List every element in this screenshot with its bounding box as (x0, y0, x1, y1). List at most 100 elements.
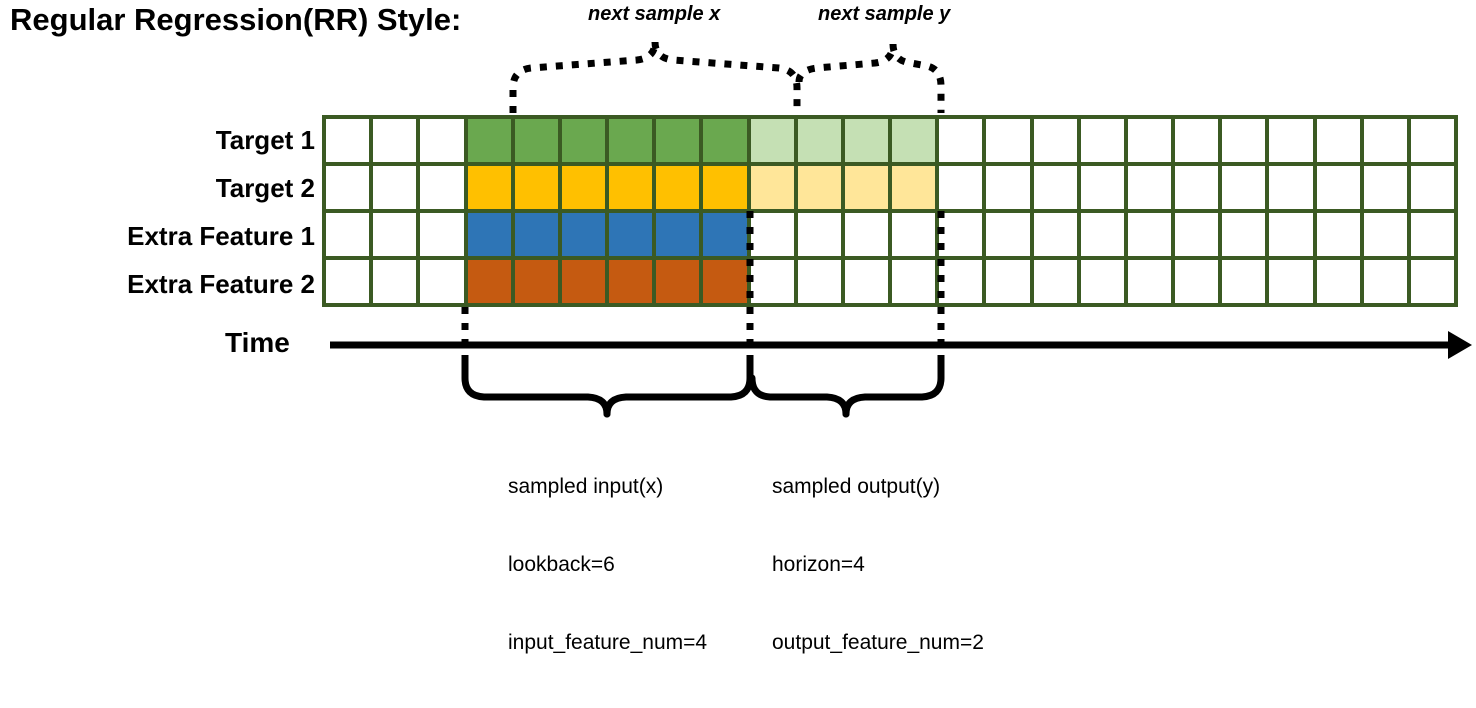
timeline-grid (322, 115, 1458, 307)
grid-cell-empty-r0-c16 (1080, 119, 1124, 162)
annotation-next-sample-y: next sample y (818, 3, 951, 25)
grid-cell-input-r2-c5 (561, 213, 605, 256)
grid-cell-empty-r2-c11 (844, 213, 888, 256)
grid-cell-empty-r3-c2 (420, 260, 464, 303)
grid-cell-output-r1-c11 (844, 166, 888, 209)
grid-cell-empty-r0-c20 (1269, 119, 1313, 162)
grid-cell-empty-r3-c23 (1410, 260, 1454, 303)
grid-cell-empty-r3-c10 (797, 260, 841, 303)
grid-cell-input-r2-c6 (609, 213, 653, 256)
grid-cell-empty-r2-c21 (1316, 213, 1360, 256)
grid-cell-empty-r2-c16 (1080, 213, 1124, 256)
grid-cell-empty-r2-c18 (1175, 213, 1219, 256)
grid-cell-input-r1-c5 (561, 166, 605, 209)
grid-cell-empty-r1-c23 (1410, 166, 1454, 209)
grid-cell-empty-r0-c21 (1316, 119, 1360, 162)
caption-input-line-1: sampled input(x) (508, 475, 664, 498)
grid-cell-empty-r2-c0 (326, 213, 370, 256)
grid-cell-empty-r1-c15 (1033, 166, 1077, 209)
grid-cell-empty-r3-c11 (844, 260, 888, 303)
grid-cell-empty-r3-c9 (750, 260, 794, 303)
grid-cell-empty-r2-c13 (939, 213, 983, 256)
grid-cell-empty-r3-c17 (1127, 260, 1171, 303)
grid-cell-empty-r2-c17 (1127, 213, 1171, 256)
grid-cell-input-r0-c7 (656, 119, 700, 162)
row-label-extra-feature-2: Extra Feature 2 (127, 269, 315, 299)
annotation-next-sample-x: next sample x (588, 3, 721, 25)
grid-cell-empty-r1-c21 (1316, 166, 1360, 209)
grid-cell-empty-r3-c20 (1269, 260, 1313, 303)
grid-cell-input-r3-c6 (609, 260, 653, 303)
caption-sampled-output: sampled output(y) horizon=4 output_featu… (772, 422, 984, 708)
grid-cell-input-r2-c3 (467, 213, 511, 256)
grid-cell-input-r0-c6 (609, 119, 653, 162)
grid-cell-empty-r2-c12 (892, 213, 936, 256)
grid-cell-empty-r0-c1 (373, 119, 417, 162)
page-title: Regular Regression(RR) Style: (10, 2, 462, 37)
grid-cell-input-r2-c8 (703, 213, 747, 256)
grid-cell-input-r3-c3 (467, 260, 511, 303)
grid-cell-empty-r3-c14 (986, 260, 1030, 303)
grid-cell-input-r3-c8 (703, 260, 747, 303)
grid-cell-empty-r2-c10 (797, 213, 841, 256)
dotted-brace-next-sample-y (795, 43, 945, 113)
row-label-target-2: Target 2 (215, 173, 315, 203)
grid-cell-empty-r0-c0 (326, 119, 370, 162)
grid-cell-empty-r2-c23 (1410, 213, 1454, 256)
caption-input-line-3: input_feature_num=4 (508, 631, 708, 654)
grid-cell-empty-r1-c17 (1127, 166, 1171, 209)
grid-cell-empty-r2-c22 (1363, 213, 1407, 256)
grid-cell-input-r0-c4 (514, 119, 558, 162)
grid-cell-input-r1-c4 (514, 166, 558, 209)
grid-cell-empty-r0-c2 (420, 119, 464, 162)
grid-cell-empty-r3-c19 (1222, 260, 1266, 303)
grid-cell-input-r1-c3 (467, 166, 511, 209)
grid-cell-input-r2-c4 (514, 213, 558, 256)
grid-cell-empty-r2-c14 (986, 213, 1030, 256)
grid-cell-input-r3-c4 (514, 260, 558, 303)
grid-cell-output-r0-c11 (844, 119, 888, 162)
brace-sampled-output (748, 358, 945, 418)
grid-cell-empty-r2-c20 (1269, 213, 1313, 256)
grid-cell-empty-r1-c1 (373, 166, 417, 209)
caption-output-line-1: sampled output(y) (772, 475, 941, 498)
grid-cell-empty-r2-c2 (420, 213, 464, 256)
grid-cell-input-r0-c8 (703, 119, 747, 162)
caption-input-line-2: lookback=6 (508, 553, 615, 576)
dotted-brace-next-sample-x (509, 41, 801, 113)
grid-cell-output-r0-c10 (797, 119, 841, 162)
grid-cell-empty-r2-c15 (1033, 213, 1077, 256)
grid-cell-empty-r0-c22 (1363, 119, 1407, 162)
grid-cell-empty-r3-c22 (1363, 260, 1407, 303)
grid-cell-output-r0-c9 (750, 119, 794, 162)
grid-cell-empty-r0-c23 (1410, 119, 1454, 162)
caption-output-line-3: output_feature_num=2 (772, 631, 984, 654)
grid-cell-input-r1-c8 (703, 166, 747, 209)
grid-cell-empty-r3-c18 (1175, 260, 1219, 303)
grid-cell-input-r3-c5 (561, 260, 605, 303)
diagram-canvas: Regular Regression(RR) Style: next sampl… (10, 2, 1472, 654)
grid-cell-empty-r3-c21 (1316, 260, 1360, 303)
grid-cell-empty-r0-c15 (1033, 119, 1077, 162)
grid-cell-input-r3-c7 (656, 260, 700, 303)
caption-output-line-2: horizon=4 (772, 553, 865, 576)
grid-cell-empty-r1-c19 (1222, 166, 1266, 209)
grid-cell-empty-r0-c13 (939, 119, 983, 162)
grid-cell-empty-r3-c0 (326, 260, 370, 303)
grid-cell-empty-r3-c1 (373, 260, 417, 303)
grid-cell-empty-r3-c12 (892, 260, 936, 303)
caption-sampled-input: sampled input(x) lookback=6 input_featur… (508, 422, 707, 708)
grid-cell-empty-r2-c1 (373, 213, 417, 256)
grid-cell-output-r0-c12 (892, 119, 936, 162)
grid-cell-input-r2-c7 (656, 213, 700, 256)
grid-cell-output-r1-c12 (892, 166, 936, 209)
row-label-target-1: Target 1 (215, 125, 315, 155)
grid-cell-empty-r3-c16 (1080, 260, 1124, 303)
brace-sampled-input (461, 358, 754, 418)
time-axis-arrow (330, 331, 1472, 359)
grid-cell-empty-r1-c20 (1269, 166, 1313, 209)
grid-cell-empty-r0-c19 (1222, 119, 1266, 162)
grid-cell-empty-r1-c22 (1363, 166, 1407, 209)
grid-cell-empty-r1-c0 (326, 166, 370, 209)
grid-cell-output-r1-c9 (750, 166, 794, 209)
